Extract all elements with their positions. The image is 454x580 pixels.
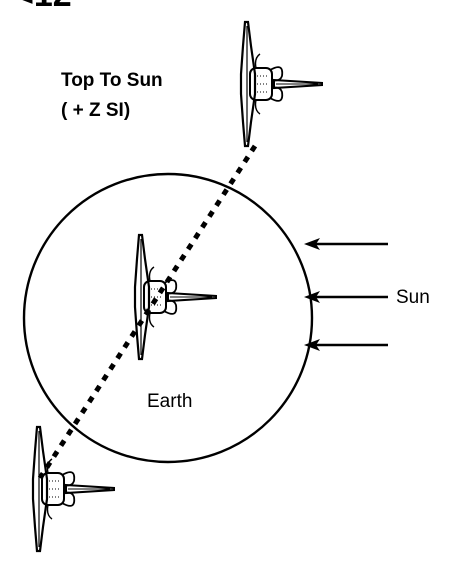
header-fragment: <12 [14, 0, 72, 14]
arrow-left-icon [302, 289, 390, 305]
spacecraft-icon [133, 233, 218, 361]
spacecraft-icon [239, 20, 324, 148]
attitude-label-line1: Top To Sun [61, 70, 163, 91]
sun-label: Sun [396, 287, 430, 308]
earth-label: Earth [147, 391, 192, 412]
arrow-left-icon [302, 236, 390, 252]
attitude-label-line2: ( + Z SI) [61, 100, 130, 121]
earth-circle [22, 172, 314, 464]
arrow-left-icon [302, 337, 390, 353]
